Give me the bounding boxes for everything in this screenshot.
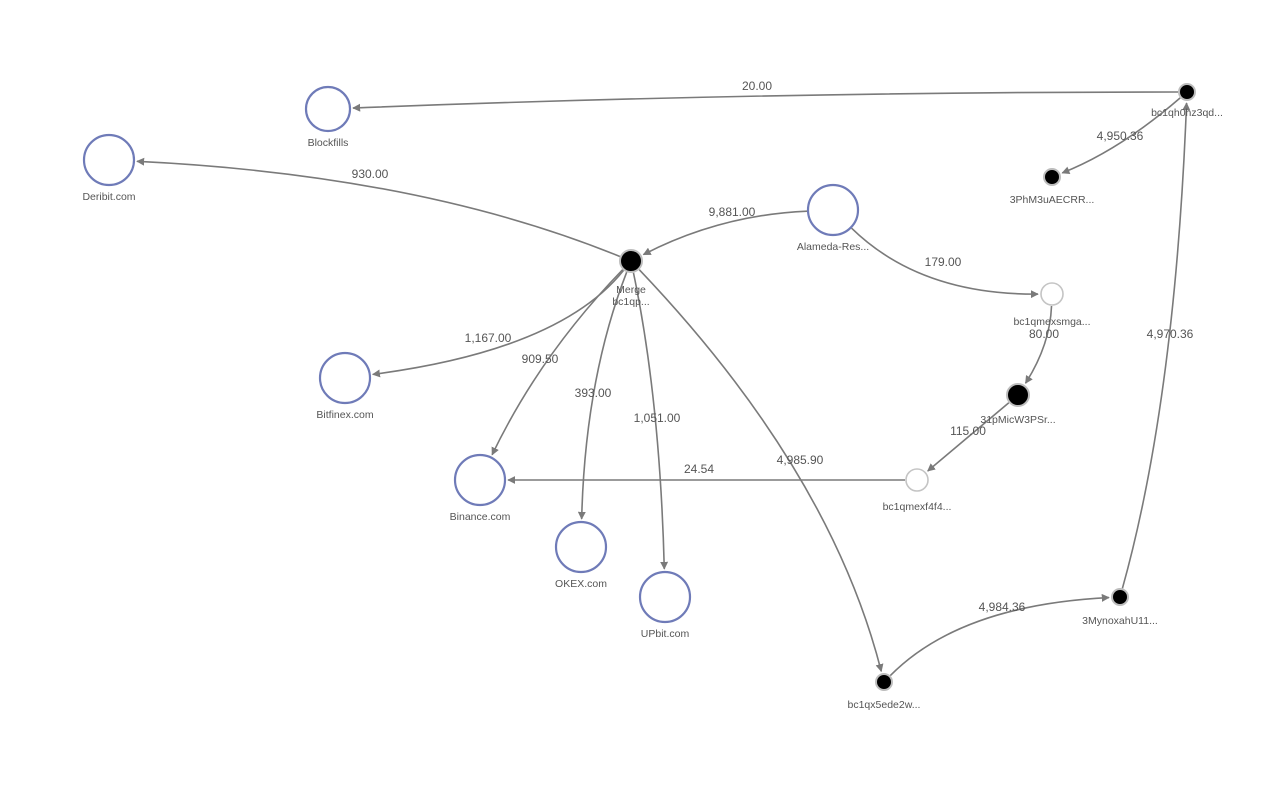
node-label-bitfinex: Bitfinex.com [316, 409, 373, 421]
node-circle-bc1qx5[interactable] [875, 673, 893, 691]
node-bc1qx5[interactable]: bc1qx5ede2w... [848, 673, 921, 711]
node-label-merge-line-1: Merge [616, 284, 646, 296]
node-label-bc1qmexs: bc1qmexsmga... [1013, 316, 1090, 328]
edge-merge-bitfinex[interactable] [371, 269, 625, 378]
edge-31pm-bc1qmexf[interactable] [927, 402, 1010, 472]
node-circle-bc1qmexf[interactable] [905, 468, 929, 492]
node-3myn[interactable]: 3MynoxahU11... [1082, 588, 1158, 627]
edge-label-merge-upbit: 1,051.00 [634, 411, 681, 425]
node-circle-okex[interactable] [554, 520, 608, 574]
node-circle-bc1qmexs[interactable] [1040, 282, 1064, 306]
edge-bc1qh0-3phm[interactable] [1061, 97, 1181, 175]
node-upbit[interactable]: UPbit.com [638, 570, 692, 640]
node-3phm[interactable]: 3PhM3uAECRR... [1010, 168, 1095, 206]
node-circle-bc1qh0[interactable] [1178, 83, 1196, 101]
edge-label-3myn-bc1qh0: 4,970.36 [1147, 327, 1194, 341]
node-label-deribit: Deribit.com [82, 191, 135, 203]
node-label-bc1qx5: bc1qx5ede2w... [848, 699, 921, 711]
node-bc1qmexs[interactable]: bc1qmexsmga... [1013, 282, 1091, 328]
node-bc1qh0[interactable]: bc1qh0hz3qd... [1151, 83, 1223, 119]
edge-merge-bc1qx5[interactable] [638, 269, 884, 673]
edge-label-merge-deribit: 930.00 [352, 167, 389, 181]
node-label-merge-line-2: bc1qp... [612, 296, 649, 308]
node-label-bc1qmexf: bc1qmexf4f4... [883, 501, 952, 513]
node-label-okex: OKEX.com [555, 578, 607, 590]
node-circle-merge[interactable] [619, 249, 643, 273]
node-merge[interactable]: Mergebc1qp... [612, 249, 650, 308]
edge-alameda-merge[interactable] [642, 210, 808, 256]
node-blockfills[interactable]: Blockfills [304, 85, 352, 149]
node-circle-31pm[interactable] [1006, 383, 1030, 407]
node-circle-upbit[interactable] [638, 570, 692, 624]
edge-labels-layer: 20.00 4,950.36 930.00 9,881.00 179.00 1,167.0… [352, 79, 1194, 614]
edge-3myn-bc1qh0[interactable] [1121, 102, 1191, 589]
node-label-blockfills: Blockfills [308, 137, 349, 149]
edge-label-merge-okex: 393.00 [575, 386, 612, 400]
edge-label-31pm-bc1qmexf: 115.00 [950, 424, 986, 438]
node-label-binance: Binance.com [450, 511, 511, 523]
node-circle-deribit[interactable] [82, 133, 136, 187]
node-deribit[interactable]: Deribit.com [82, 133, 136, 203]
node-bitfinex[interactable]: Bitfinex.com [316, 351, 374, 421]
edge-label-bc1qmexs-31pm: 80.00 [1029, 327, 1059, 341]
edge-bc1qh0-blockfills[interactable] [352, 91, 1179, 112]
edge-label-alameda-merge: 9,881.00 [709, 205, 756, 219]
edge-alameda-bc1qmexs[interactable] [851, 227, 1039, 299]
node-circle-bitfinex[interactable] [318, 351, 372, 405]
edge-label-merge-binance: 909.50 [522, 352, 559, 366]
node-label-upbit: UPbit.com [641, 628, 690, 640]
node-circle-binance[interactable] [453, 453, 507, 507]
edges-layer [136, 91, 1191, 677]
edge-label-bc1qh0-blockfills: 20.00 [742, 79, 772, 93]
node-label-31pm: 31pMicW3PSr... [980, 414, 1055, 426]
node-circle-alameda[interactable] [806, 183, 860, 237]
edge-merge-okex[interactable] [577, 271, 628, 520]
node-binance[interactable]: Binance.com [450, 453, 511, 523]
edge-label-bc1qx5-3myn: 4,984.36 [979, 600, 1026, 614]
node-31pm[interactable]: 31pMicW3PSr... [980, 383, 1056, 426]
edge-bc1qx5-3myn[interactable] [889, 593, 1110, 677]
node-label-3myn: 3MynoxahU11... [1082, 615, 1158, 627]
edge-merge-upbit[interactable] [632, 272, 669, 570]
edge-label-bc1qh0-3phm: 4,950.36 [1097, 129, 1144, 143]
node-alameda[interactable]: Alameda-Res... [797, 183, 869, 253]
node-label-bc1qh0: bc1qh0hz3qd... [1151, 107, 1223, 119]
edge-merge-deribit[interactable] [136, 157, 621, 258]
edge-label-bc1qmexf-binance: 24.54 [684, 462, 714, 476]
edge-label-alameda-bc1qmexs: 179.00 [925, 255, 962, 269]
node-okex[interactable]: OKEX.com [554, 520, 608, 590]
edge-label-merge-bc1qx5: 4,985.90 [777, 453, 824, 467]
node-label-alameda: Alameda-Res... [797, 241, 869, 253]
edge-bc1qmexs-31pm[interactable] [1024, 305, 1053, 384]
node-circle-blockfills[interactable] [304, 85, 352, 133]
edge-merge-binance[interactable] [491, 269, 624, 456]
node-circle-3myn[interactable] [1111, 588, 1129, 606]
node-label-3phm: 3PhM3uAECRR... [1010, 194, 1095, 206]
node-bc1qmexf[interactable]: bc1qmexf4f4... [883, 468, 952, 513]
nodes-layer: BlockfillsDeribit.comBitfinex.comBinance… [82, 83, 1223, 711]
node-circle-3phm[interactable] [1043, 168, 1061, 186]
edge-label-merge-bitfinex: 1,167.00 [465, 331, 512, 345]
